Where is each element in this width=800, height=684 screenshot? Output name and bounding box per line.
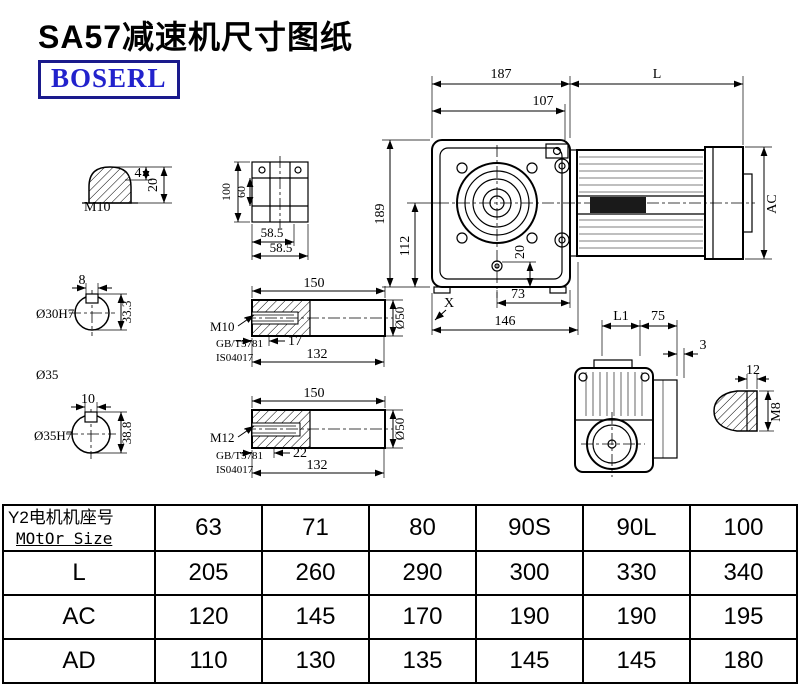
dim-AC: AC <box>765 194 780 213</box>
bore30-key-width: 8 <box>79 273 86 288</box>
value-cell: 205 <box>154 550 263 596</box>
bore35-dim-38-8: 38.8 <box>119 422 134 445</box>
plug-dim-4: 4 <box>135 166 142 181</box>
value-cell: 145 <box>582 638 691 684</box>
dim-187: 187 <box>491 67 512 82</box>
value-cell: 300 <box>475 550 584 596</box>
table-row-AD: AD 110 130 135 145 145 180 <box>2 638 798 684</box>
main-view: 187 L 107 189 112 20 73 146 X <box>373 67 780 335</box>
shaft1-std-iso: IS04017 <box>216 352 254 364</box>
dimension-drawing: 187 L 107 189 112 20 73 146 X <box>34 67 784 478</box>
value-cell: 130 <box>261 638 370 684</box>
value-cell: 145 <box>261 594 370 640</box>
table-row-L: L 205 260 290 300 330 340 <box>2 550 798 596</box>
plug-dim-20: 20 <box>146 178 161 192</box>
flange-dim-58-5-a: 58.5 <box>261 225 284 240</box>
shaft2-dim-132: 132 <box>307 458 328 473</box>
column-header-80: 80 <box>368 504 477 552</box>
dim-M8: M8 <box>769 402 784 421</box>
value-cell: 290 <box>368 550 477 596</box>
table-header-row: Y2电机机座号 MOtOr Size 63 71 80 90S 90L 100 <box>2 504 798 552</box>
page-title: SA57减速机尺寸图纸 <box>38 19 354 55</box>
dia35-label: Ø35 <box>36 367 58 382</box>
dim-75: 75 <box>651 309 665 324</box>
boserl-logo: BOSERL <box>38 60 180 99</box>
bore30-dim-33-3: 33.3 <box>119 301 134 324</box>
shaft2-std-gb: GB/T5781 <box>216 450 263 462</box>
value-cell: 330 <box>582 550 691 596</box>
motor-frame-label-cn: Y2电机机座号 <box>8 508 114 528</box>
shaft1-dim-17: 17 <box>288 334 302 349</box>
value-cell: 190 <box>475 594 584 640</box>
value-cell: 170 <box>368 594 477 640</box>
value-cell: 120 <box>154 594 263 640</box>
dim-146: 146 <box>495 314 516 329</box>
boserl-logo-text: BOSERL <box>51 63 167 93</box>
bore35-key-width: 10 <box>81 392 95 407</box>
flange-dim-100: 100 <box>219 183 233 201</box>
shaft2-dim-150: 150 <box>304 386 325 401</box>
dim-L: L <box>653 67 662 82</box>
flange-dim-60: 60 <box>234 186 248 198</box>
plug-m10-label: M10 <box>84 200 110 215</box>
value-cell: 195 <box>689 594 798 640</box>
shaft1-dia-50: Ø50 <box>392 307 407 329</box>
row-label-L: L <box>2 550 156 596</box>
row-label-AC: AC <box>2 594 156 640</box>
column-header-90S: 90S <box>475 504 584 552</box>
dim-112: 112 <box>398 236 413 256</box>
motor-dimension-table: Y2电机机座号 MOtOr Size 63 71 80 90S 90L 100 … <box>2 504 798 684</box>
shaft1-std-gb: GB/T5781 <box>216 338 263 350</box>
value-cell: 145 <box>475 638 584 684</box>
dim-107: 107 <box>533 94 554 109</box>
value-cell: 260 <box>261 550 370 596</box>
dim-73: 73 <box>511 287 525 302</box>
shaft-detail-2: 150 M12 GB/T5781 IS04017 22 132 Ø50 <box>210 386 407 478</box>
value-cell: 110 <box>154 638 263 684</box>
dim-189: 189 <box>373 204 388 225</box>
rear-view: L1 75 3 <box>574 309 707 477</box>
value-cell: 340 <box>689 550 798 596</box>
shaft-detail-1: 150 M10 GB/T5781 IS04017 17 132 Ø50 <box>210 276 407 367</box>
motor-rotor <box>590 197 646 213</box>
dim-3: 3 <box>700 338 707 353</box>
motor-frame-label-en: MOtOr Size <box>16 528 113 548</box>
view-x-label: X <box>444 296 454 311</box>
column-header-71: 71 <box>261 504 370 552</box>
column-header-63: 63 <box>154 504 263 552</box>
value-cell: 190 <box>582 594 691 640</box>
shaft1-m10-label: M10 <box>210 319 235 334</box>
plug-detail: M10 4 20 <box>82 166 172 215</box>
table-row-AC: AC 120 145 170 190 190 195 <box>2 594 798 640</box>
bore-detail-35: 10 Ø35H7 38.8 <box>34 392 134 459</box>
shaft-end-m8-detail: 12 M8 <box>713 363 784 432</box>
value-cell: 180 <box>689 638 798 684</box>
shaft1-dim-132: 132 <box>307 347 328 362</box>
dim-12: 12 <box>746 363 760 378</box>
shaft2-dim-22: 22 <box>293 446 307 461</box>
bore-detail-30: 8 Ø30H7 33.3 <box>36 273 134 336</box>
column-header-90L: 90L <box>582 504 691 552</box>
flange-dim-58-5-b: 58.5 <box>270 240 293 255</box>
dim-L1: L1 <box>613 309 629 324</box>
bore30-diameter-label: Ø30H7 <box>36 306 75 321</box>
flange-detail: 100 60 58.5 58.5 <box>219 156 309 260</box>
shaft2-dia-50: Ø50 <box>392 418 407 440</box>
shaft1-dim-150: 150 <box>304 276 325 291</box>
bore35-diameter-label: Ø35H7 <box>34 428 73 443</box>
dim-20: 20 <box>513 245 528 259</box>
column-header-100: 100 <box>689 504 798 552</box>
row-label-AD: AD <box>2 638 156 684</box>
value-cell: 135 <box>368 638 477 684</box>
table-header-cell: Y2电机机座号 MOtOr Size <box>2 504 156 552</box>
shaft2-std-iso: IS04017 <box>216 464 254 476</box>
shaft2-m12-label: M12 <box>210 430 235 445</box>
